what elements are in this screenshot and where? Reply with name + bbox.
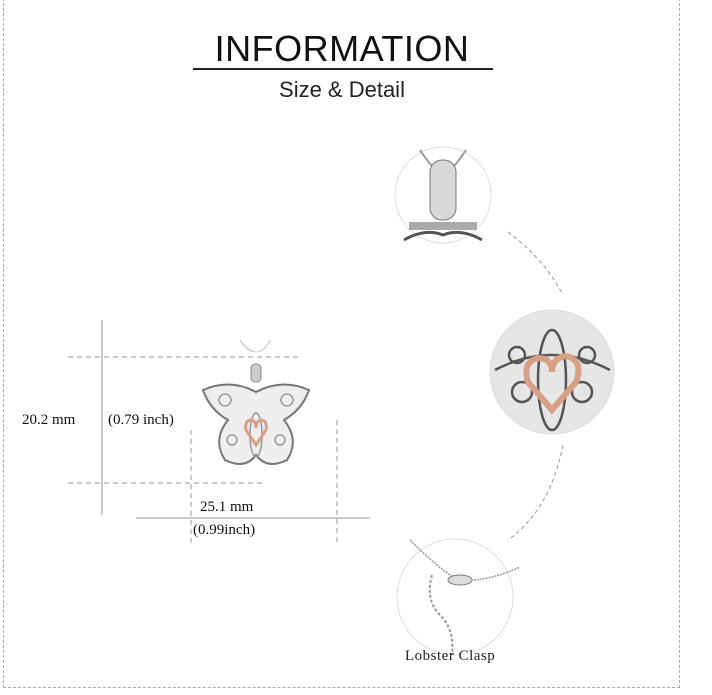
title-underline (193, 68, 493, 70)
connector-lines (507, 231, 564, 541)
height-mm-label: 20.2 mm (22, 412, 76, 428)
width-inch-label: (0.99inch) (193, 522, 256, 538)
heart-detail-circle (489, 309, 615, 435)
clasp-caption: Lobster Clasp (405, 648, 496, 664)
bail-detail-circle (394, 146, 492, 244)
width-mm-label: 25.1 mm (200, 499, 254, 515)
height-inch-label: (0.79 inch) (108, 412, 174, 428)
butterfly-pendant (201, 339, 311, 465)
dashed-frame (3, 0, 680, 688)
dimension-guides (68, 320, 370, 545)
page-subtitle: Size & Detail (279, 77, 405, 102)
page-title: INFORMATION (214, 28, 470, 69)
clasp-detail-circle (396, 538, 521, 656)
